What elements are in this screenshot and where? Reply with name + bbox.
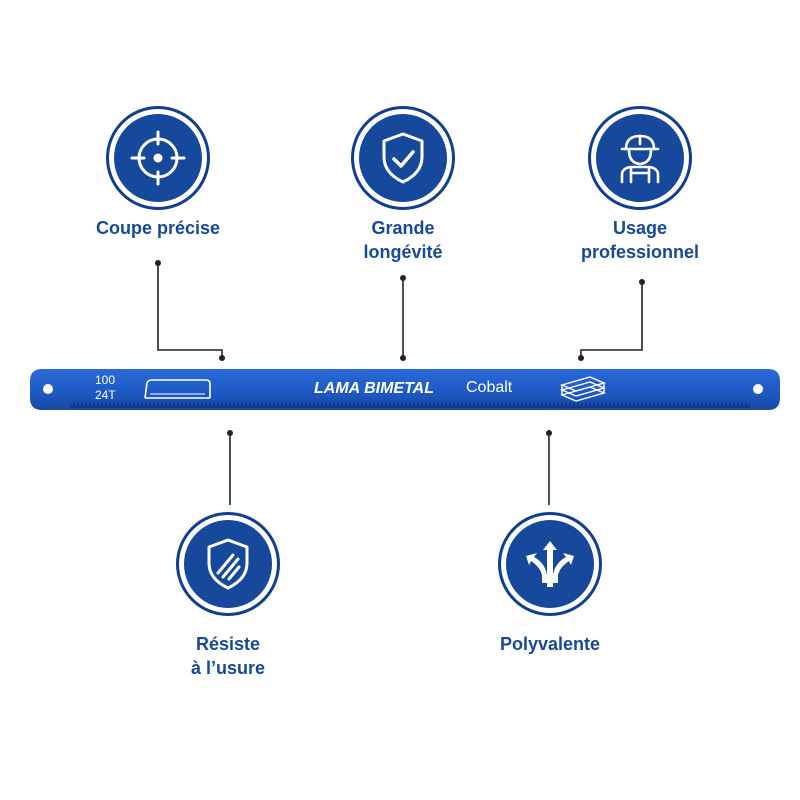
resiste-usure-badge bbox=[176, 512, 280, 616]
blade-teeth bbox=[70, 402, 750, 410]
coupe-precise-label: Coupe précise bbox=[95, 218, 221, 238]
blade-brand: LAMA BIMETAL bbox=[314, 380, 434, 397]
blade-size-line1: 100 bbox=[95, 373, 116, 387]
resiste-usure-label: Résiste à l’usure bbox=[190, 634, 266, 678]
blade-material: Cobalt bbox=[466, 379, 513, 396]
connector-coupe bbox=[157, 263, 223, 358]
shield-check-icon bbox=[382, 132, 424, 184]
blade-size-line2: 24T bbox=[95, 388, 116, 402]
blade-body bbox=[30, 369, 780, 410]
shield-striped-icon bbox=[207, 538, 249, 590]
blade-hole-left bbox=[43, 384, 53, 394]
worker-helmet-icon bbox=[620, 134, 660, 184]
split-arrows-icon bbox=[526, 541, 574, 587]
blade-pictogram-icon bbox=[144, 379, 211, 399]
usage-professionnel-badge bbox=[588, 106, 692, 210]
grande-longevite-label: Grande longévité bbox=[363, 218, 443, 262]
polyvalente-label: Polyvalente bbox=[499, 634, 601, 654]
blade-hole-right bbox=[753, 384, 763, 394]
usage-professionnel-label: Usage professionnel bbox=[580, 218, 700, 262]
stacked-sheets-icon bbox=[559, 376, 607, 402]
crosshair-icon bbox=[130, 130, 186, 186]
connector-usage bbox=[580, 282, 643, 358]
polyvalente-badge bbox=[498, 512, 602, 616]
coupe-precise-badge bbox=[106, 106, 210, 210]
grande-longevite-badge bbox=[351, 106, 455, 210]
